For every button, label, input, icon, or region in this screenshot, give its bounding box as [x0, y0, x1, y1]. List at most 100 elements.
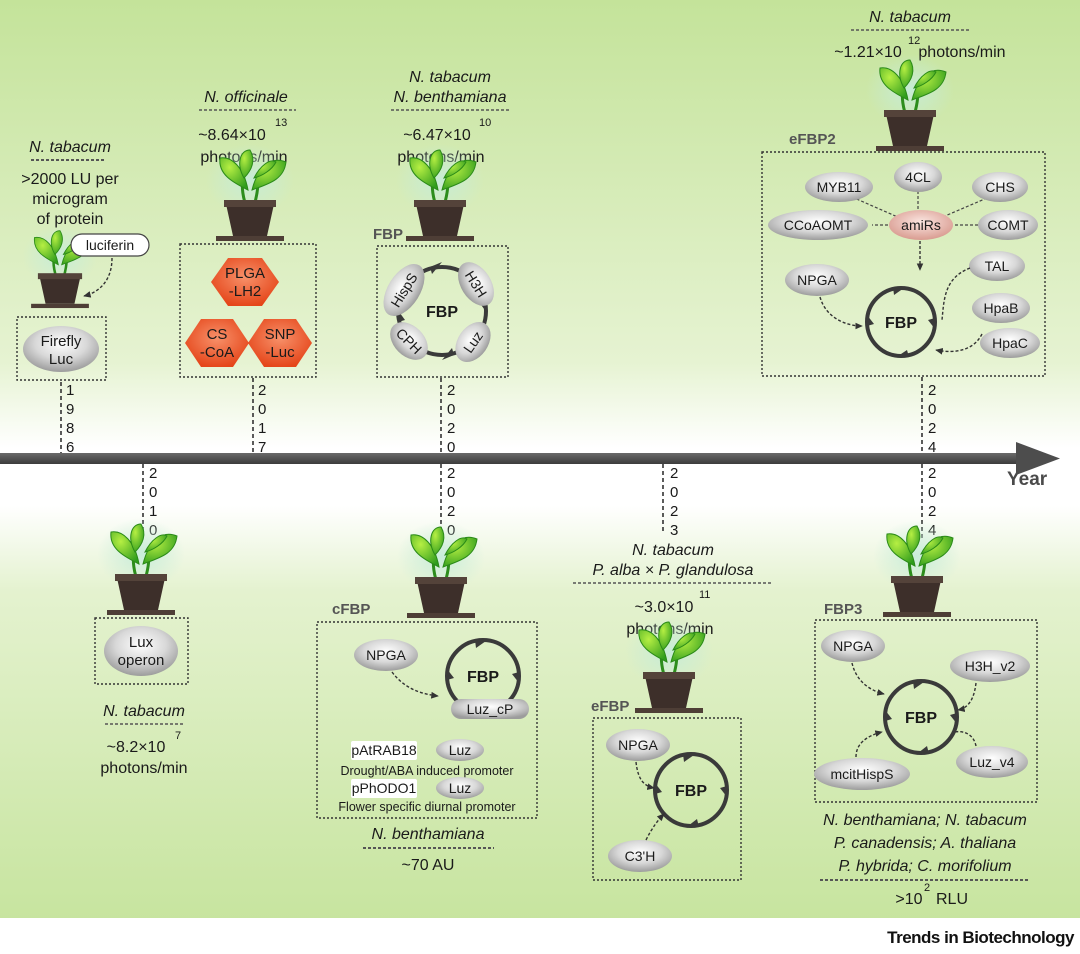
year-2024a-d1: 2: [928, 382, 936, 399]
luz-badge-1: [436, 739, 484, 761]
arrow-hpa: [935, 333, 983, 355]
year-2024b-d2: 0: [928, 484, 936, 501]
milestone-2020a: N. tabacum N. benthamiana ~6.47×10 10 ph…: [373, 69, 509, 378]
year-2023-d4: 3: [670, 522, 678, 539]
promoter-badge-2: [351, 779, 417, 798]
time-axis: [0, 453, 1018, 464]
milestone-2024a: N. tabacum ~1.21×10 12 photons/min eFBP2…: [761, 9, 1046, 377]
milestone-2020b: cFBP FBP NPGA Luz_cP pAtRAB18 Luz Drough…: [316, 519, 538, 874]
input-tal: TAL: [985, 258, 1010, 274]
pathway-label-2023: eFBP: [591, 698, 629, 715]
box-1986: [16, 316, 107, 381]
gene-2023-npga: NPGA: [618, 737, 658, 753]
species-2024b-l2: P. canadensis; A. thaliana: [834, 835, 1016, 852]
input-hpab: HpaB: [983, 300, 1018, 316]
gene-2024b-hisps: mcitHispS: [830, 766, 893, 782]
output-2020a-base: ~6.47×10: [403, 127, 471, 144]
output-2010-exp: 7: [175, 730, 181, 742]
gene-2010-l1: Lux: [129, 634, 154, 651]
gene-h3h: [458, 262, 494, 306]
promoter-gene-2: Luz: [449, 780, 472, 796]
gene-1986-l2: Luc: [49, 351, 74, 368]
arrow-npga-2023: [635, 761, 655, 790]
species-2023-1: N. tabacum: [632, 542, 714, 559]
gene-c3h: [608, 840, 672, 872]
year-2020b-d3: 2: [447, 503, 455, 520]
milestone-2010: Lux operon N. tabacum ~8.2×10 7 photons/…: [94, 516, 189, 777]
time-axis-arrowhead: [1016, 442, 1060, 475]
output-2010-base: ~8.2×10: [107, 739, 166, 756]
gene-2023-c3h: C3'H: [625, 848, 656, 864]
species-2020b: N. benthamiana: [372, 826, 485, 843]
box-2024a: [761, 151, 1046, 377]
gene-2024b-npga: NPGA: [833, 638, 873, 654]
year-2020a-d4: 0: [447, 439, 455, 456]
box-2017: [179, 243, 317, 378]
input-npga-2020b: NPGA: [366, 647, 406, 663]
gene-plga-lh2: [211, 258, 279, 306]
arrow-luz-v4: [953, 730, 977, 747]
target-4cl: 4CL: [905, 169, 931, 185]
arrow-tal: [941, 267, 971, 321]
center-2023: FBP: [675, 783, 707, 800]
year-2010-d1: 2: [149, 465, 157, 482]
output-2010-unit: photons/min: [100, 760, 187, 777]
year-1986-d4: 6: [66, 439, 74, 456]
year-2020a-d2: 0: [447, 401, 455, 418]
gene-lux-operon: [104, 626, 178, 676]
gene-h3h-v2: [950, 650, 1030, 682]
species-2020a-1: N. tabacum: [409, 69, 491, 86]
promoter-note-1: Drought/ABA induced promoter: [340, 764, 513, 778]
year-2020b-d1: 2: [447, 465, 455, 482]
year-2024a-d2: 0: [928, 401, 936, 418]
center-2020a: FBP: [426, 304, 458, 321]
box-2020b: [316, 621, 538, 819]
promoter-gene-1: Luz: [449, 742, 472, 758]
gene-myb11: [805, 172, 873, 202]
output-2024a-exp: 12: [908, 35, 920, 47]
gene-2017-a-l1: PLGA: [225, 265, 265, 282]
year-1986-d2: 9: [66, 401, 74, 418]
output-2024b-base: >10: [895, 891, 922, 908]
arrow-npga-2024a: [819, 296, 863, 330]
output-2024a-unit: photons/min: [918, 44, 1005, 61]
gene-2017-c-l2: -Luc: [265, 344, 295, 361]
output-1986-l2: microgram: [32, 191, 108, 208]
arrow-c3h: [645, 813, 665, 841]
year-2020b-d2: 0: [447, 484, 455, 501]
year-1986-d1: 1: [66, 382, 74, 399]
year-2020a-d3: 2: [447, 420, 455, 437]
gene-luz-v4: [956, 746, 1028, 778]
gene-2024b-luz: Luz_v4: [969, 754, 1014, 770]
milestone-2017: N. officinale ~8.64×10 13 photons/min PL…: [179, 89, 317, 378]
species-1986: N. tabacum: [29, 139, 111, 156]
species-2020a-2: N. benthamiana: [394, 89, 507, 106]
year-2023-d1: 2: [670, 465, 678, 482]
gene-2017-a-l2: -LH2: [229, 283, 262, 300]
output-2024b-exp: 2: [924, 882, 930, 894]
milestone-2023: N. tabacum P. alba × P. glandulosa ~3.0×…: [573, 542, 772, 881]
species-2024b-l3: P. hybrida; C. morifolium: [838, 858, 1011, 875]
output-1986-l3: of protein: [37, 211, 104, 228]
gene-npga-2023: [606, 729, 670, 761]
luciferin-badge: [70, 233, 150, 257]
box-2010: [94, 617, 189, 685]
hub-amirs: amiRs: [901, 217, 941, 233]
year-2010-d3: 1: [149, 503, 157, 520]
pathway-label-2020a: FBP: [373, 226, 403, 243]
gene-comt: [978, 210, 1038, 240]
pathway-label-2024a: eFBP2: [789, 131, 836, 148]
species-2010: N. tabacum: [103, 703, 185, 720]
gene-snp-luc: [248, 319, 312, 367]
year-1986-d3: 8: [66, 420, 74, 437]
promoter-badge-1: [351, 741, 417, 760]
arrow-h3h-v2: [957, 682, 977, 712]
gene-mcithisps: [814, 758, 910, 790]
gene-2024b-h3h: H3H_v2: [965, 658, 1016, 674]
box-2024b: [814, 619, 1038, 803]
pathway-label-2024b: FBP3: [824, 601, 862, 618]
output-2024a-base: ~1.21×10: [834, 44, 902, 61]
